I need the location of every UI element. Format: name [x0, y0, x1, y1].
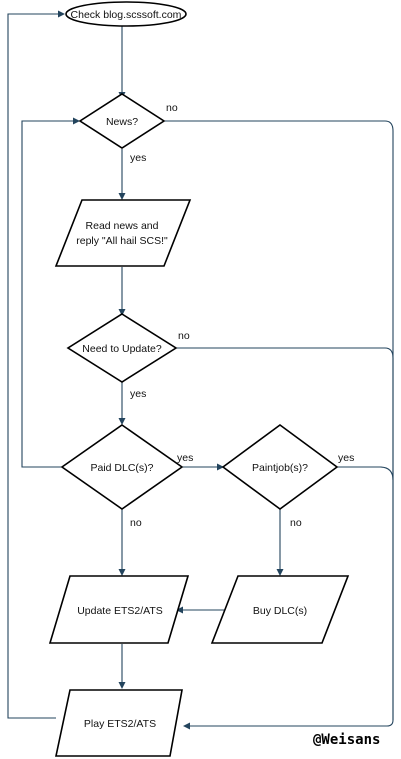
news-label: News?: [106, 116, 138, 128]
update-yes-label: yes: [130, 388, 146, 400]
read-news-node: Read news and reply "All hail SCS!": [54, 199, 192, 267]
paid-no-label: no: [130, 517, 142, 529]
arrowhead: [118, 309, 126, 316]
read-news-parallelogram: [54, 199, 192, 267]
edge-paintjob-yes: [337, 466, 394, 481]
arrowhead: [183, 722, 190, 730]
arrowhead: [118, 193, 126, 200]
news-yes-label: yes: [130, 152, 146, 164]
need-update-diamond: [66, 313, 178, 383]
play-parallelogram: [55, 689, 183, 757]
arrowhead: [118, 418, 126, 425]
arrowhead: [276, 569, 284, 576]
paid-dlc-label: Paid DLC(s)?: [90, 462, 153, 474]
need-update-decision: Need to Update?: [66, 313, 178, 383]
need-update-label: Need to Update?: [82, 343, 162, 355]
arrowhead: [118, 569, 126, 576]
buy-dlc-label: Buy DLC(s): [253, 605, 307, 617]
news-diamond: [78, 93, 166, 149]
arrowhead: [217, 463, 224, 471]
arrowhead: [73, 117, 80, 125]
update-no-label: no: [178, 330, 190, 342]
play-node: Play ETS2/ATS: [55, 689, 183, 757]
paid-yes-label: yes: [177, 452, 193, 464]
watermark-signature: @Weisans: [313, 732, 380, 748]
paintjob-label: Paintjob(s)?: [252, 462, 308, 474]
buy-dlc-node: Buy DLC(s): [210, 575, 350, 644]
edge-play-loop-to-start: [7, 13, 58, 719]
read-news-label-line2: reply "All hail SCS!": [76, 235, 168, 247]
paintjob-diamond: [221, 424, 339, 510]
news-decision: News?: [78, 93, 166, 149]
update-node: Update ETS2/ATS: [48, 575, 190, 644]
edge-labels: no yes no yes yes no yes no: [130, 102, 354, 529]
edge-news-no: [164, 120, 394, 250]
connectors: [7, 10, 394, 730]
paintjob-decision: Paintjob(s)?: [221, 424, 339, 510]
update-label: Update ETS2/ATS: [77, 605, 163, 617]
paid-dlc-decision: Paid DLC(s)?: [60, 424, 184, 510]
edge-paid-loop-to-news: [21, 120, 73, 468]
edge-update-no: [175, 347, 394, 720]
read-news-label-line1: Read news and: [86, 220, 159, 232]
update-parallelogram: [48, 575, 190, 644]
play-label: Play ETS2/ATS: [84, 718, 156, 730]
start-terminator: [65, 1, 187, 27]
start-node: Check blog.scssoft.com: [65, 1, 187, 27]
buy-dlc-parallelogram: [210, 575, 350, 644]
paid-dlc-diamond: [60, 424, 184, 510]
arrowhead: [176, 606, 183, 614]
news-no-label: no: [166, 102, 178, 114]
paintjob-yes-label: yes: [338, 452, 354, 464]
start-label: Check blog.scssoft.com: [71, 9, 182, 21]
arrowhead: [58, 10, 65, 18]
edge-right-rail: [190, 250, 394, 727]
paintjob-no-label: no: [290, 517, 302, 529]
arrowhead: [118, 682, 126, 689]
